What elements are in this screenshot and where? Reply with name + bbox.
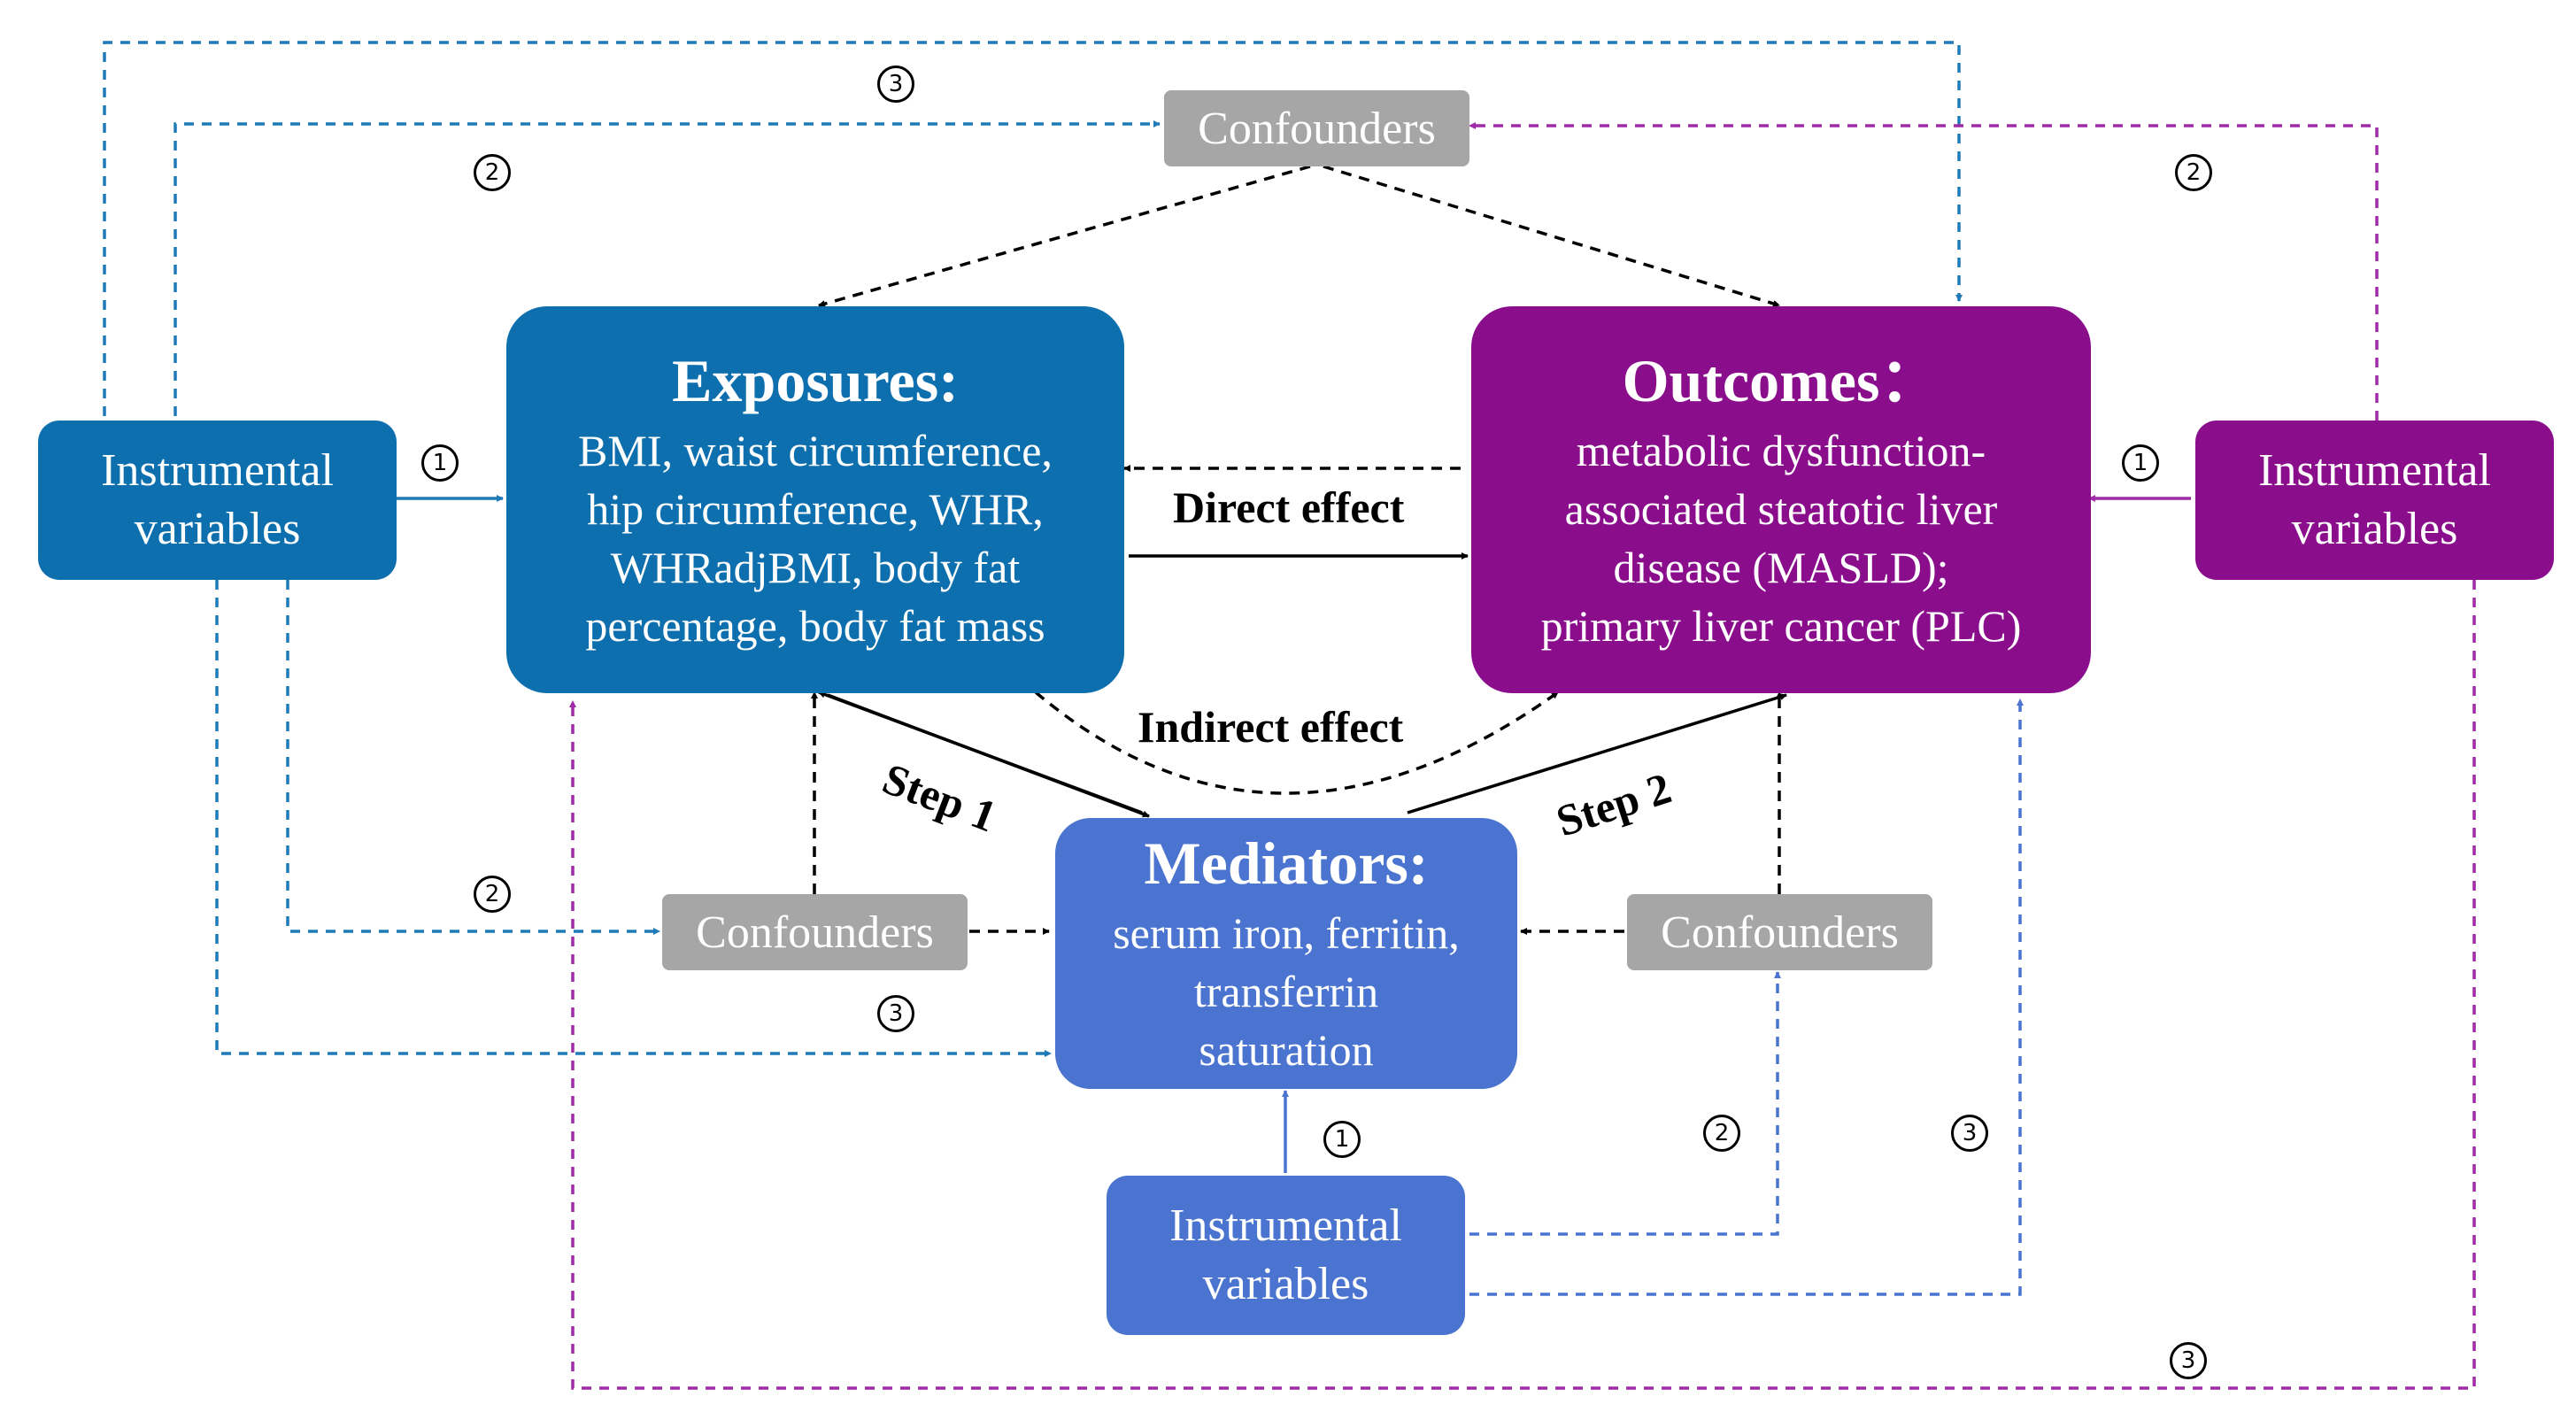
exposure-iv-to-mediator-path-3 <box>215 580 1052 1057</box>
outcomes-line-3: disease (MASLD); <box>1613 542 1949 592</box>
exposures-title: Exposures: <box>672 346 959 414</box>
indirect-effect-label: Indirect effect <box>1138 702 1404 752</box>
right-confounders-label: Confounders <box>1661 907 1899 958</box>
outcomes-line-4: primary liver cancer (PLC) <box>1540 600 2022 651</box>
outcome-instrumental-variables-box: Instrumental variables <box>2195 421 2554 580</box>
top-confounder-to-exposure-arrow <box>818 165 1311 307</box>
mediators-box: Mediators: serum iron, ferritin, transfe… <box>1055 818 1517 1089</box>
exposure-iv-to-outcome-path-3 <box>103 41 1963 416</box>
marker-3-bottom: 3 <box>2170 1342 2207 1379</box>
marker-2-bottom-right: 2 <box>1703 1115 1740 1152</box>
outcomes-line-2: associated steatotic liver <box>1564 483 1998 534</box>
marker-2-top-left: 2 <box>474 154 511 191</box>
outcomes-box: Outcomes： metabolic dysfunction- associa… <box>1471 306 2091 693</box>
exposures-box: Exposures: BMI, waist circumference, hip… <box>506 306 1124 693</box>
step2-arrow <box>1407 693 1787 814</box>
top-confounder-to-outcome-arrow <box>1323 165 1780 307</box>
mediator-iv-line-1: Instrumental <box>1169 1200 1402 1251</box>
mediator-iv-to-outcome-path-3 <box>1469 698 2024 1296</box>
top-confounders-box: Confounders <box>1164 90 1469 166</box>
exposure-iv-line-1: Instrumental <box>101 445 334 496</box>
marker-1-bottom: 1 <box>1323 1121 1361 1158</box>
exposure-iv-to-top-confounder-path-2 <box>174 120 1161 416</box>
exposures-line-1: BMI, waist circumference, <box>578 425 1053 475</box>
top-confounders-label: Confounders <box>1198 103 1436 154</box>
mediators-line-3: saturation <box>1199 1025 1374 1075</box>
exposure-instrumental-variables-box: Instrumental variables <box>38 421 397 580</box>
mediator-instrumental-variables-box: Instrumental variables <box>1107 1176 1465 1335</box>
exposure-iv-line-2: variables <box>134 504 301 554</box>
step1-arrow <box>827 693 1150 818</box>
indirect-effect-curve <box>1034 691 1560 795</box>
left-confounders-label: Confounders <box>696 907 934 958</box>
exposures-line-4: percentage, body fat mass <box>585 600 1045 651</box>
marker-1-right: 1 <box>2122 444 2159 482</box>
marker-3-bottom-right: 3 <box>1951 1115 1988 1152</box>
marker-3-top: 3 <box>877 66 914 103</box>
marker-3-bottom-left: 3 <box>877 995 914 1032</box>
outcome-iv-line-1: Instrumental <box>2258 445 2491 496</box>
mediators-line-1: serum iron, ferritin, <box>1113 908 1460 958</box>
outcomes-title: Outcomes： <box>1622 346 1940 414</box>
exposures-line-3: WHRadjBMI, body fat <box>610 542 1021 592</box>
outcome-iv-line-2: variables <box>2291 504 2458 554</box>
exposures-line-2: hip circumference, WHR, <box>587 483 1044 534</box>
outcomes-line-1: metabolic dysfunction- <box>1576 425 1986 475</box>
mediator-iv-line-2: variables <box>1202 1259 1369 1309</box>
marker-1-left: 1 <box>421 444 459 482</box>
mediator-iv-to-right-confounder-path-2 <box>1469 971 1781 1236</box>
marker-2-bottom-left: 2 <box>474 876 511 913</box>
marker-2-top-right: 2 <box>2175 154 2212 191</box>
right-confounders-box: Confounders <box>1627 894 1932 970</box>
direct-effect-label: Direct effect <box>1173 482 1405 532</box>
mediators-title: Mediators: <box>1144 830 1429 897</box>
outcome-iv-to-exposure-path-3 <box>569 580 2476 1390</box>
outcome-iv-to-top-confounder-path-2 <box>1469 122 2379 421</box>
left-confounders-box: Confounders <box>662 894 968 970</box>
mediators-line-2: transferrin <box>1193 967 1379 1016</box>
